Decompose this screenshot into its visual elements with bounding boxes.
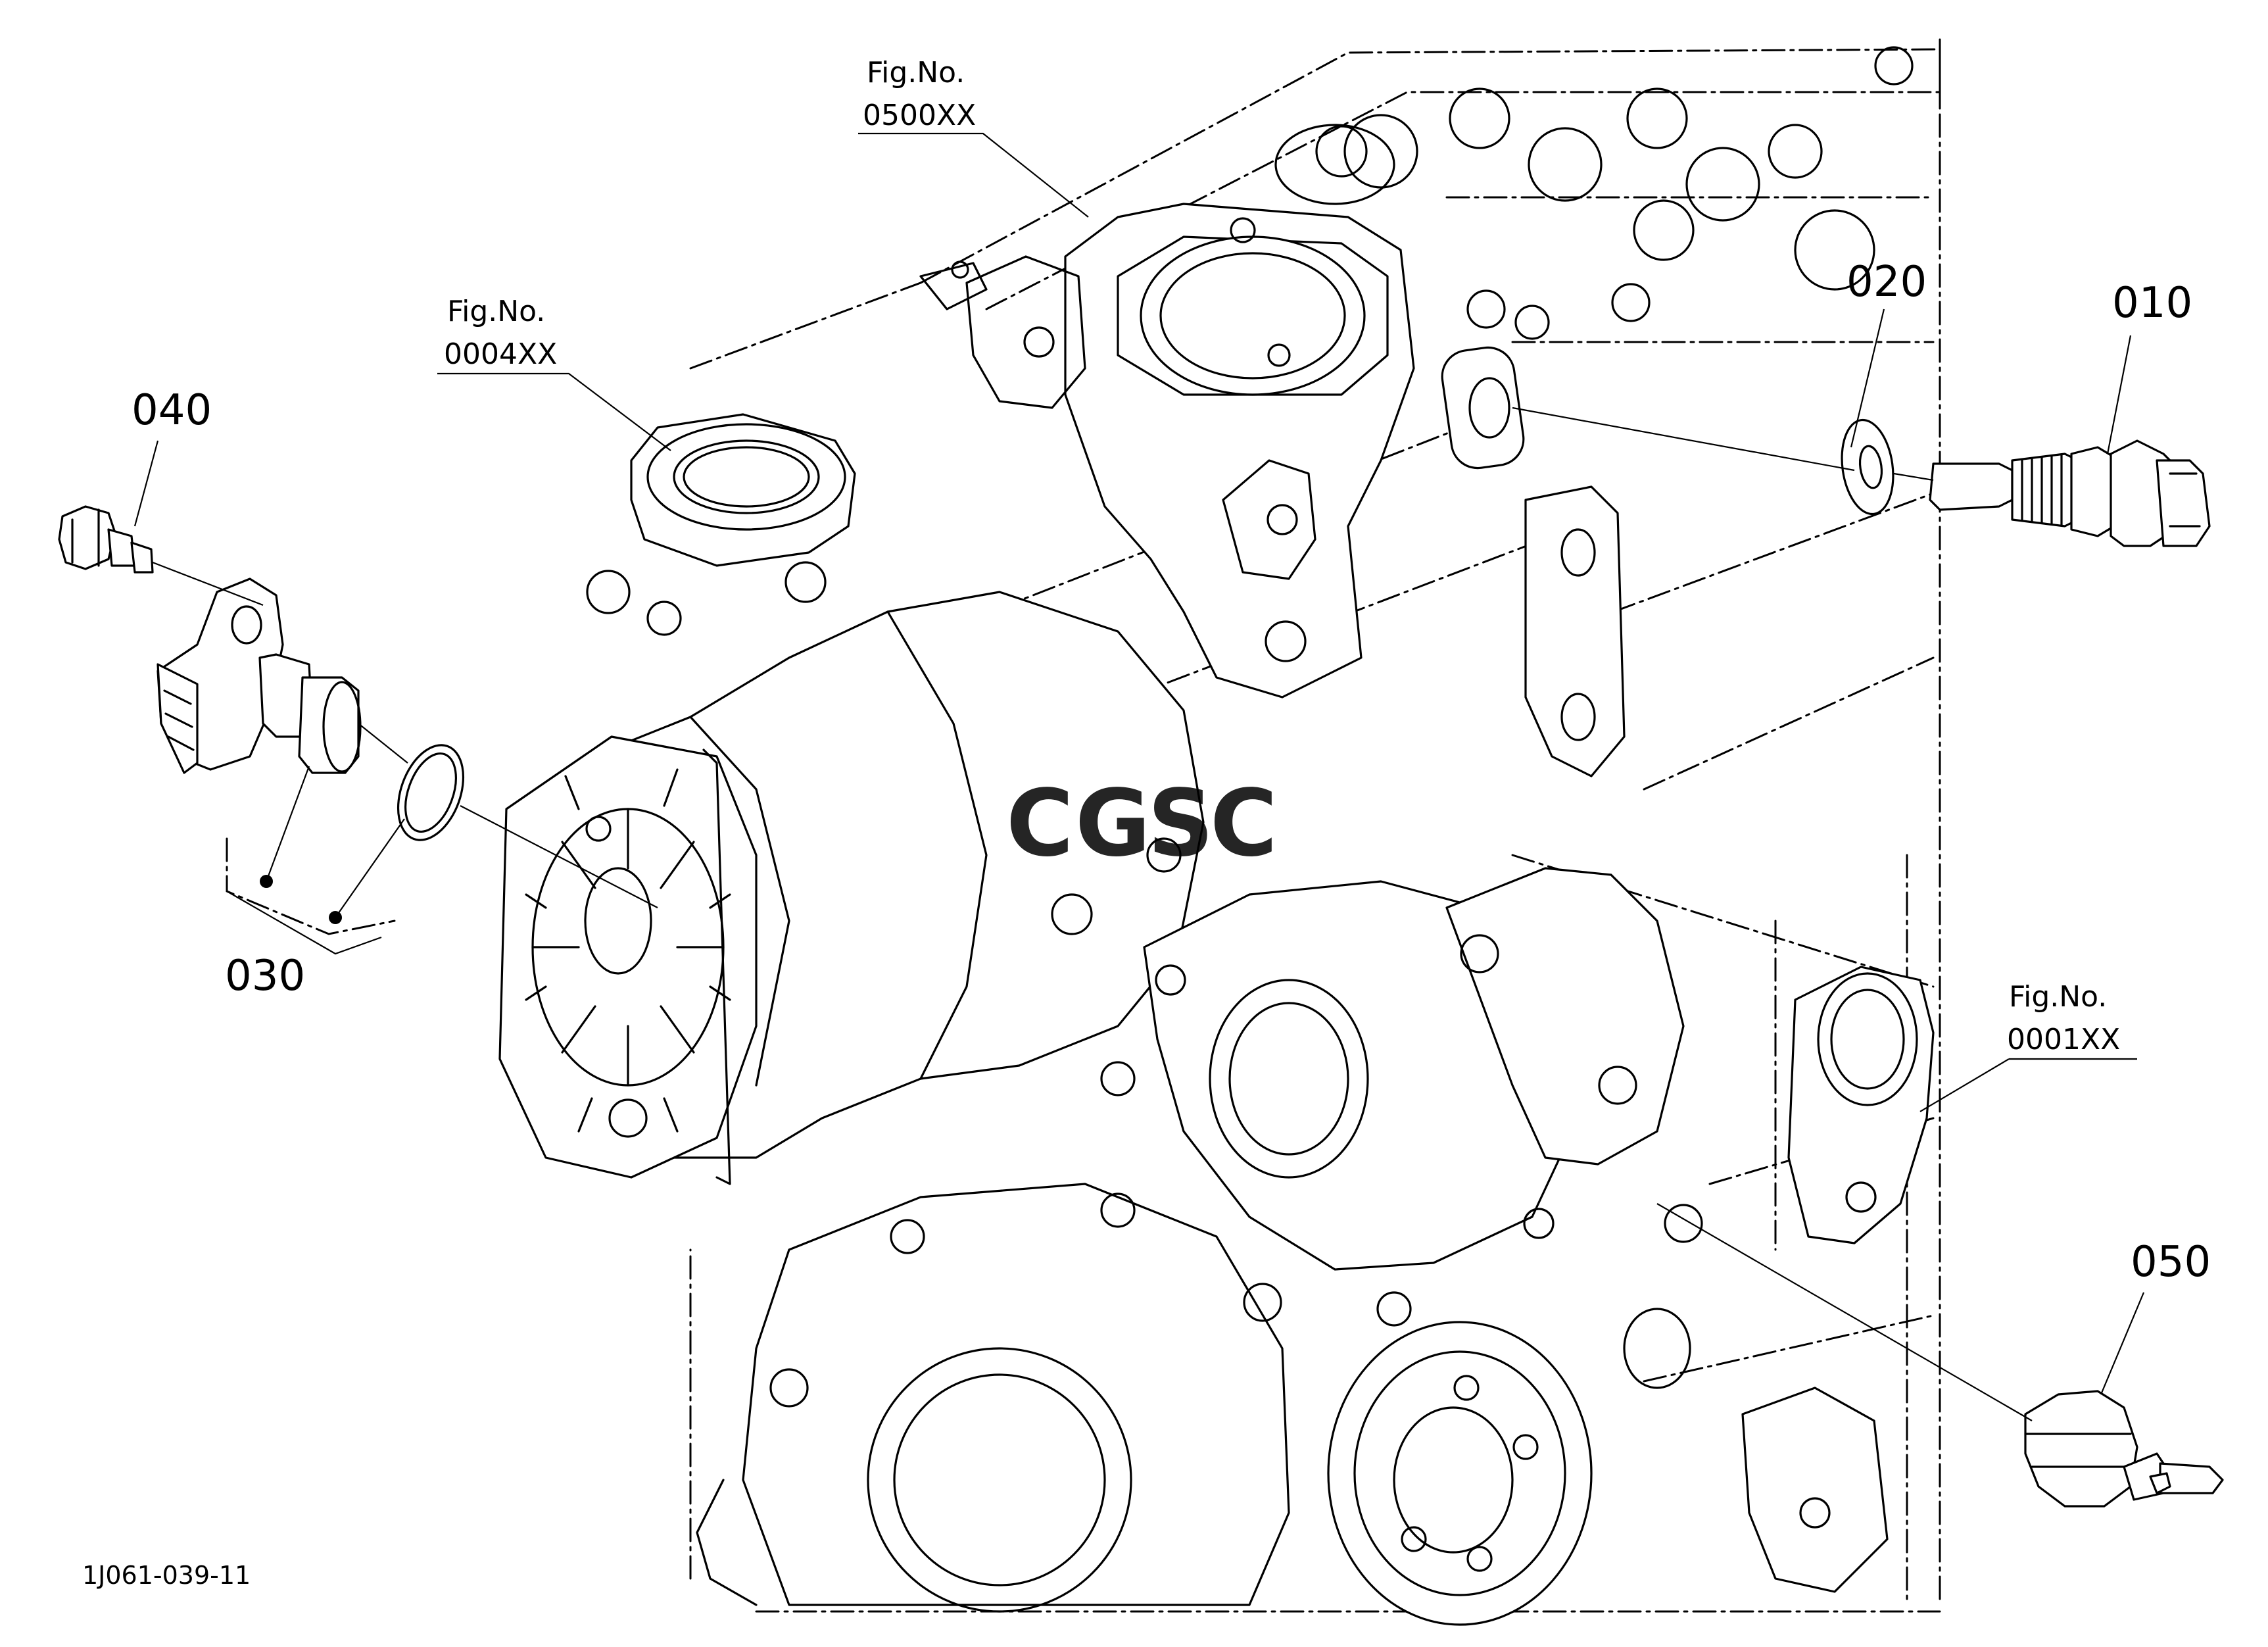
fan-grille-spokes: [525, 768, 731, 1133]
figure-ref-0001[interactable]: Fig.No. 0001XX: [2007, 980, 2120, 1056]
callout-020: 020: [1846, 258, 1927, 307]
thermostat-housing: [919, 203, 1626, 777]
figure-ref-0500[interactable]: Fig.No. 0500XX: [863, 56, 976, 132]
part-030-sensor[interactable]: [157, 578, 362, 774]
drawing-number: 1J061-039-11: [82, 1561, 251, 1590]
callout-010: 010: [2112, 279, 2192, 328]
figure-ref-number: 0004XX: [444, 337, 557, 371]
watermark-letter-3: S: [1147, 770, 1214, 877]
watermark-letter-2: G: [1075, 770, 1151, 877]
callout-040: 040: [132, 386, 212, 435]
figure-ref-label: Fig.No.: [447, 295, 545, 328]
vacuum-pump-cover: [498, 591, 1205, 1185]
part-030-o-ring[interactable]: [386, 736, 475, 849]
figure-ref-label: Fig.No.: [867, 56, 965, 89]
callout-050: 050: [2131, 1238, 2211, 1287]
oil-filter-base: [696, 867, 1935, 1626]
part-010-temp-sensor[interactable]: [1929, 439, 2211, 547]
callout-030: 030: [225, 952, 305, 1000]
water-flange: [586, 413, 856, 636]
figure-ref-number: 0500XX: [863, 99, 976, 132]
part-050-pressure-switch[interactable]: [2024, 1390, 2224, 1508]
watermark-logo: C G S C: [1006, 770, 1278, 877]
leader-lines: [133, 132, 2145, 1421]
part-040-bolt[interactable]: [58, 505, 154, 574]
part-020-washer[interactable]: [1836, 416, 1898, 517]
watermark-letter-1: C: [1006, 770, 1074, 877]
figure-ref-label: Fig.No.: [2009, 980, 2107, 1014]
figure-ref-number: 0001XX: [2007, 1023, 2120, 1056]
watermark-letter-4: C: [1210, 770, 1278, 877]
figure-ref-0004[interactable]: Fig.No. 0004XX: [444, 295, 557, 371]
